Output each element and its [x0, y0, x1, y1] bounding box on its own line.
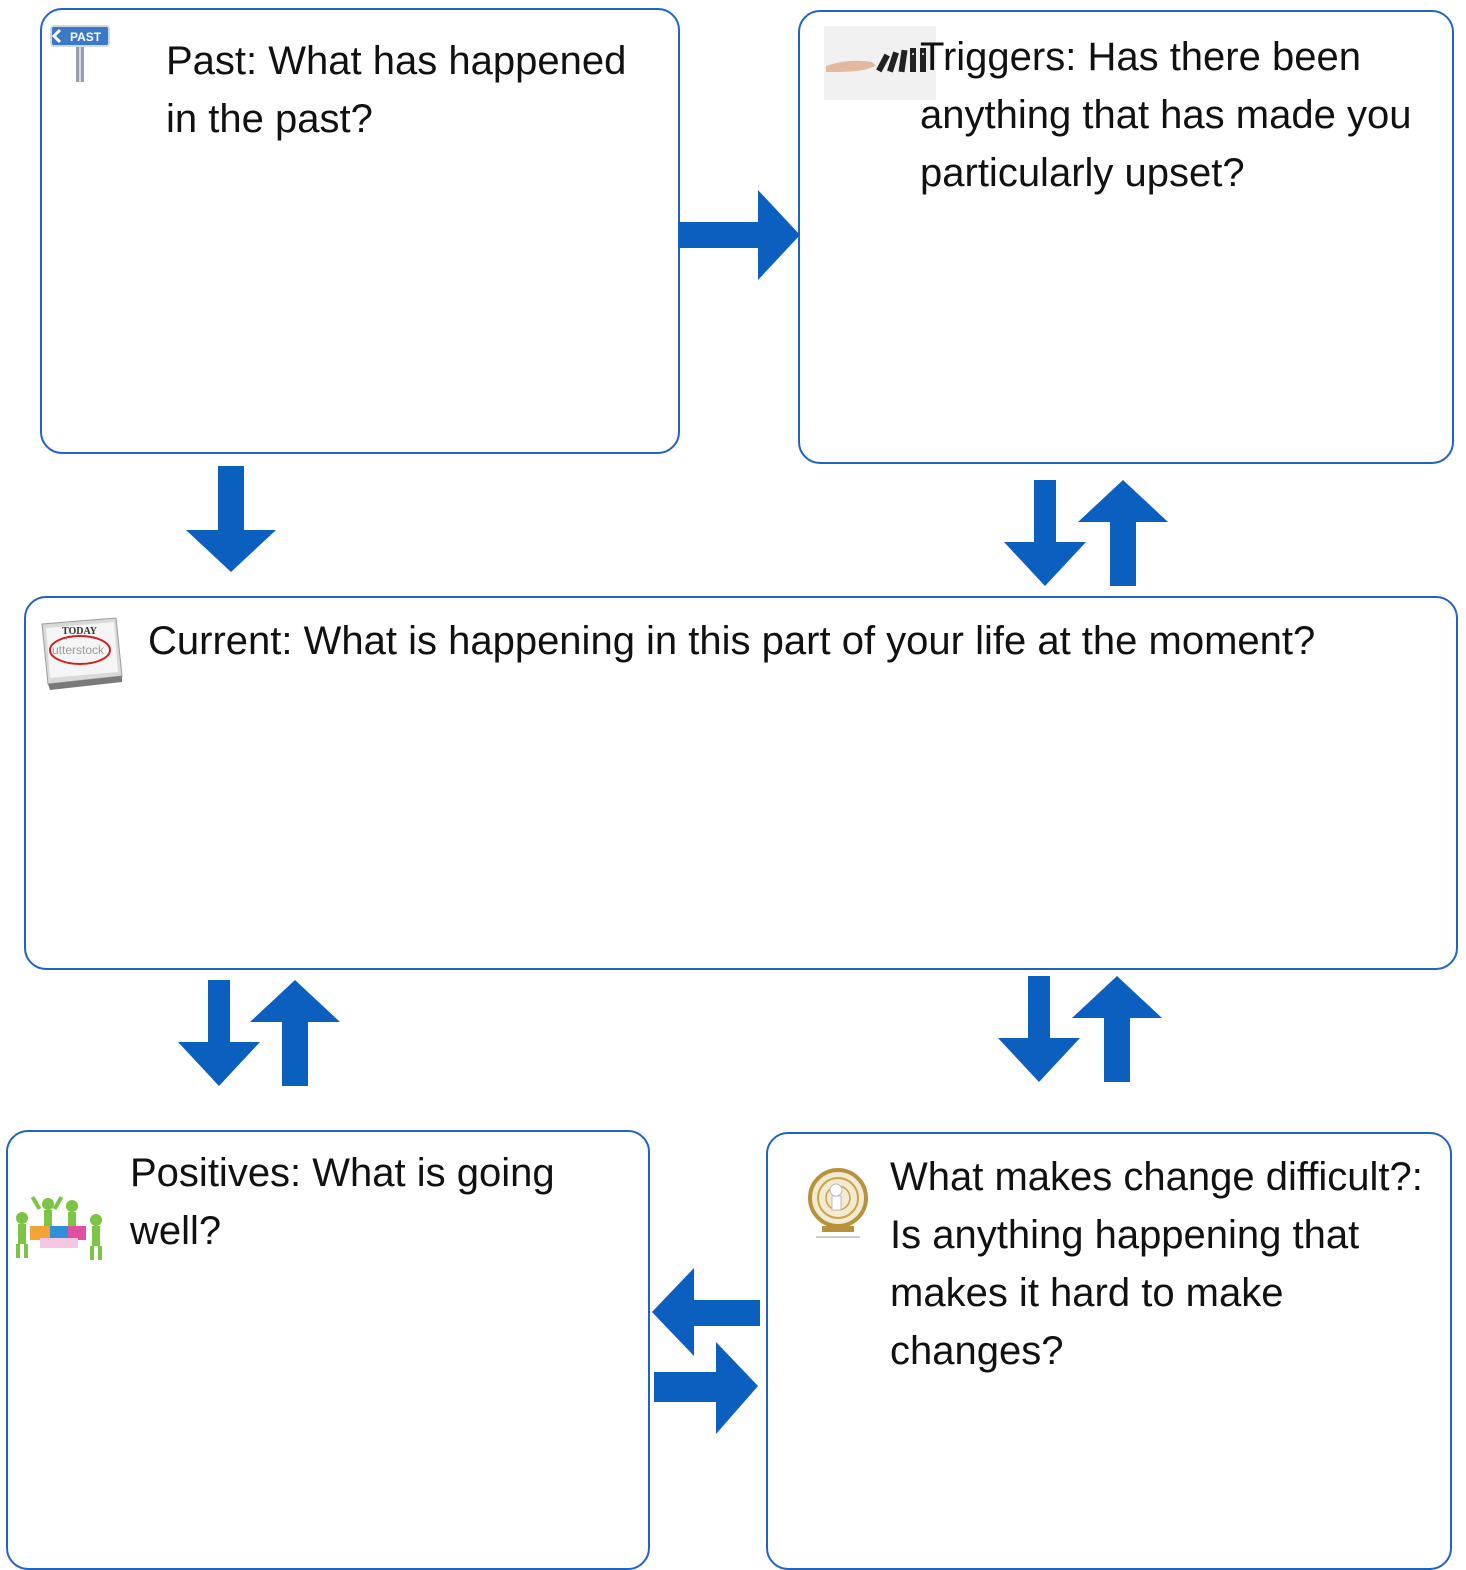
- difficult-question: What makes change difficult?: Is anythin…: [890, 1155, 1423, 1373]
- today-watermark: utterstock: [52, 643, 105, 657]
- past-signpost-icon: PAST: [48, 24, 112, 82]
- current-question: Current: What is happening in this part …: [148, 619, 1316, 663]
- past-to-triggers-arrow: [678, 190, 800, 280]
- triggers-box: Triggers: Has there been anything that h…: [798, 10, 1454, 464]
- today-label: TODAY: [62, 626, 98, 637]
- past-sign-label: PAST: [70, 30, 102, 44]
- today-calendar-icon: TODAY utterstock: [34, 616, 124, 696]
- positives-difficult-arrows: [652, 1268, 760, 1434]
- current-box: TODAY utterstock Current: What is happen…: [24, 596, 1458, 970]
- past-question: Past: What has happened in the past?: [166, 39, 627, 141]
- current-positives-arrows: [178, 980, 340, 1086]
- current-difficult-arrows: [998, 976, 1162, 1082]
- people-puzzle-icon: [10, 1192, 110, 1264]
- triggers-question: Triggers: Has there been anything that h…: [920, 35, 1412, 195]
- positives-box: Positives: What is going well?: [6, 1130, 650, 1570]
- positives-question: Positives: What is going well?: [130, 1151, 555, 1253]
- triggers-current-arrows: [1004, 480, 1168, 586]
- domino-finger-icon: [824, 26, 936, 100]
- hamster-wheel-icon: [802, 1166, 874, 1240]
- past-to-current-arrow: [186, 466, 276, 572]
- past-box: PAST Past: What has happened in the past…: [40, 8, 680, 454]
- difficult-box: What makes change difficult?: Is anythin…: [766, 1132, 1452, 1570]
